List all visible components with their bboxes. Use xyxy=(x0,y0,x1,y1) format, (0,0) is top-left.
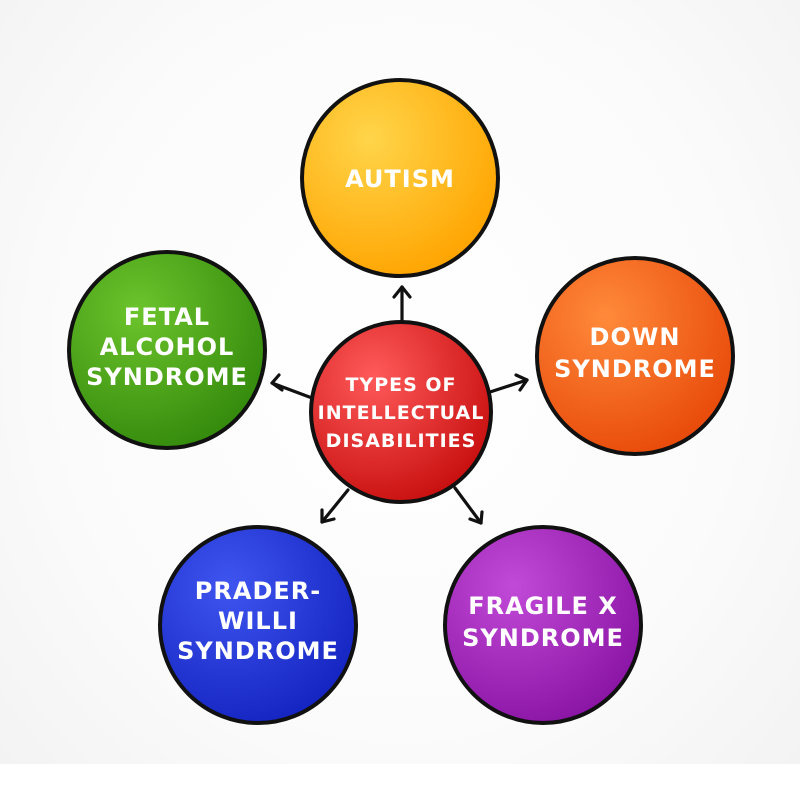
node-fragile-x-syndrome: FRAGILE X SYNDROME xyxy=(443,525,643,725)
arrow-to-down-syndrome xyxy=(488,373,529,394)
arrow-to-fetal-alcohol-syndrome xyxy=(270,373,314,400)
node-fragile-x-syndrome-label-line-2: SYNDROME xyxy=(462,624,624,652)
node-down-syndrome-label-line-2: SYNDROME xyxy=(554,355,716,383)
node-down-syndrome: DOWN SYNDROME xyxy=(535,256,735,456)
node-autism-circle xyxy=(300,78,500,278)
footer-bar xyxy=(0,764,800,800)
node-prader-willi-syndrome-circle xyxy=(158,525,358,725)
node-down-syndrome-label-line-1: DOWN xyxy=(590,323,681,351)
node-fetal-alcohol-syndrome: FETAL ALCOHOL SYNDROME xyxy=(67,250,267,450)
node-prader-willi-syndrome-label-line-3: SYNDROME xyxy=(177,637,339,665)
node-autism-label-line-1: AUTISM xyxy=(345,165,455,193)
node-fragile-x-syndrome-circle xyxy=(443,525,643,725)
node-fetal-alcohol-syndrome-label-line-2: ALCOHOL xyxy=(100,333,235,361)
arrow-to-fragile-x-syndrome xyxy=(453,486,484,525)
center-node-label-line-1: TYPES OF xyxy=(345,374,456,396)
node-prader-willi-syndrome: PRADER- WILLI SYNDROME xyxy=(158,525,358,725)
node-fetal-alcohol-syndrome-label-line-1: FETAL xyxy=(124,303,210,331)
node-fetal-alcohol-syndrome-circle xyxy=(67,250,267,450)
node-prader-willi-syndrome-label-line-1: PRADER- xyxy=(195,577,321,605)
center-node-label-line-2: INTELLECTUAL xyxy=(318,402,485,424)
arrow-to-prader-willi-syndrome xyxy=(320,488,350,524)
node-down-syndrome-circle xyxy=(535,256,735,456)
node-fetal-alcohol-syndrome-label-line-3: SYNDROME xyxy=(86,363,248,391)
node-autism: AUTISM xyxy=(300,78,500,278)
node-prader-willi-syndrome-label-line-2: WILLI xyxy=(218,607,298,635)
arrow-to-autism xyxy=(392,285,412,327)
connector-arrows xyxy=(270,285,529,525)
center-node-circle xyxy=(309,320,493,504)
center-node: TYPES OF INTELLECTUAL DISABILITIES xyxy=(309,320,493,504)
center-node-label-line-3: DISABILITIES xyxy=(326,430,477,452)
node-fragile-x-syndrome-label-line-1: FRAGILE X xyxy=(468,592,618,620)
